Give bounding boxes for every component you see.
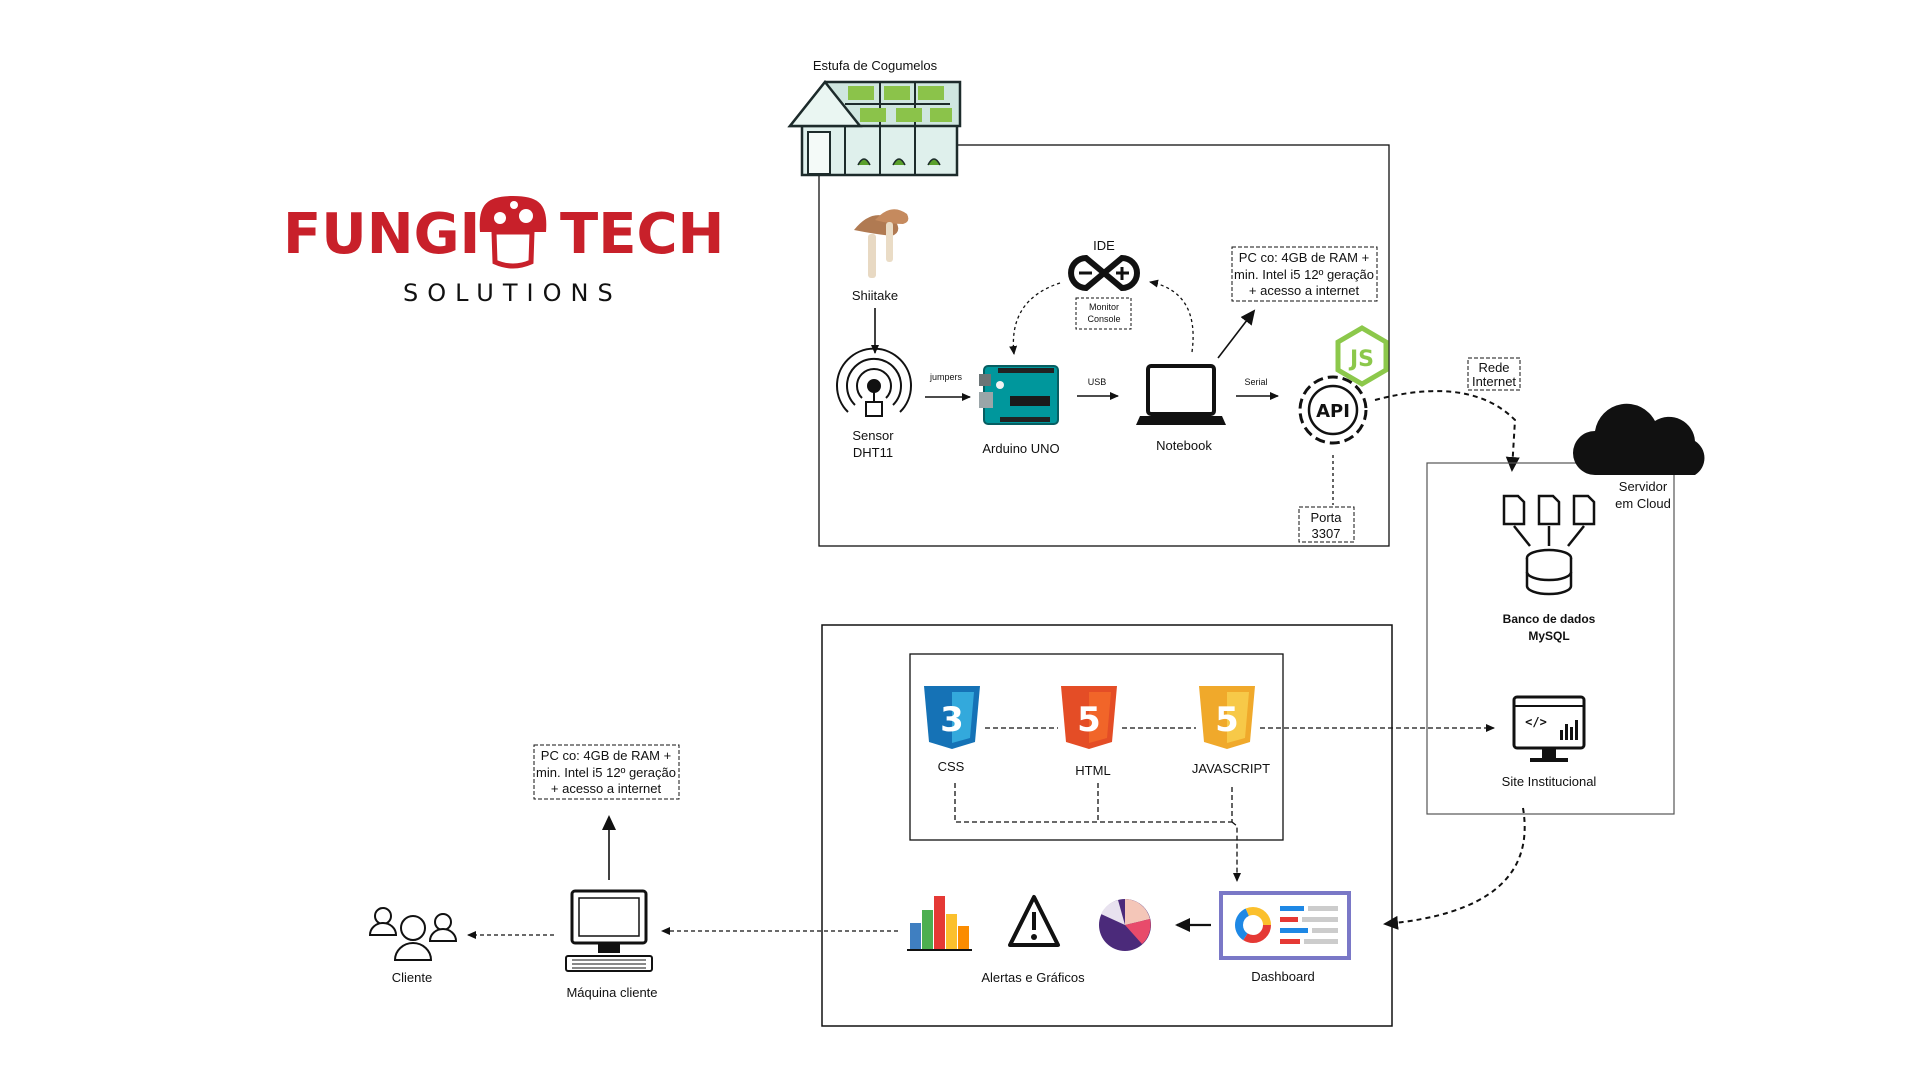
- edge-api-database: [1374, 390, 1520, 472]
- pc-spec-client-line2: min. Intel i5 12º geração: [536, 765, 676, 780]
- notebook-label: Notebook: [1156, 438, 1212, 453]
- javascript-label: JAVASCRIPT: [1192, 761, 1270, 776]
- port-label-line2: 3307: [1312, 526, 1341, 541]
- greenhouse-box: [818, 144, 1390, 547]
- port-label-line1: Porta: [1310, 510, 1342, 525]
- edge-notebook-ide: [1149, 279, 1194, 353]
- monitor-label-line2: Console: [1087, 314, 1120, 324]
- pc-spec-top-box: [1231, 246, 1378, 302]
- database-icon: [1502, 494, 1596, 596]
- users-icon: [368, 907, 458, 961]
- bar-chart-icon: [907, 896, 972, 951]
- desktop-computer-icon: [565, 889, 653, 972]
- edge-label-serial: Serial: [1244, 377, 1267, 387]
- cloud-label-line2: em Cloud: [1615, 496, 1671, 511]
- greenhouse-title: Estufa de Cogumelos: [813, 58, 938, 73]
- edge-tech-dashboard: [1231, 821, 1241, 882]
- svg-text:5: 5: [1077, 700, 1101, 740]
- brand-word-fungi: FUNGI: [283, 202, 480, 267]
- internet-label-line1: Rede: [1478, 360, 1509, 375]
- database-label-line2: MySQL: [1528, 629, 1569, 643]
- sensor-label-line1: Sensor: [852, 428, 894, 443]
- client-machine-label: Máquina cliente: [566, 985, 657, 1000]
- edge-label-usb: USB: [1088, 377, 1107, 387]
- svg-text:3: 3: [940, 700, 964, 740]
- database-label-line1: Banco de dados: [1503, 612, 1596, 626]
- javascript-icon: 5: [1199, 686, 1255, 749]
- pc-spec-top-line3: + acesso a internet: [1249, 283, 1360, 298]
- html5-icon: 5: [1061, 686, 1117, 749]
- html-label: HTML: [1075, 763, 1110, 778]
- svg-text:API: API: [1316, 401, 1350, 422]
- arduino-board-icon: [979, 365, 1059, 425]
- pc-spec-top-line1: PC co: 4GB de RAM +: [1239, 250, 1369, 265]
- internet-label-line2: Internet: [1472, 374, 1516, 389]
- sensor-antenna-icon: [836, 347, 912, 417]
- svg-text:JS: JS: [1348, 347, 1374, 372]
- svg-text:5: 5: [1215, 700, 1239, 740]
- monitor-label-line1: Monitor: [1089, 302, 1119, 312]
- edge-tech-merge: [954, 783, 1233, 823]
- pc-spec-client-box: [533, 744, 680, 800]
- api-gear-icon: API: [1298, 375, 1368, 445]
- warning-icon: [1008, 895, 1060, 947]
- laptop-icon: [1136, 364, 1226, 425]
- arduino-ide-icon: [1068, 254, 1140, 292]
- brand-logo: FUNGI TECH SOLUTIONS: [283, 196, 724, 307]
- monitor-console-box: [1075, 297, 1132, 330]
- alerts-label: Alertas e Gráficos: [981, 970, 1085, 985]
- brand-subtitle: SOLUTIONS: [403, 279, 622, 307]
- cloud-label-line1: Servidor: [1619, 479, 1668, 494]
- greenhouse-icon: [787, 79, 962, 177]
- edge-ide-arduino: [1009, 282, 1061, 355]
- edge-notebook-spec: [1217, 309, 1256, 359]
- shiitake-icon: [854, 209, 909, 278]
- ide-label: IDE: [1093, 238, 1115, 253]
- dashboard-icon: [1219, 891, 1351, 960]
- arduino-label: Arduino UNO: [982, 441, 1059, 456]
- svg-text:</>: </>: [1525, 715, 1547, 729]
- edge-site-dashboard: [1383, 807, 1526, 930]
- sensor-label-line2: DHT11: [853, 445, 893, 460]
- css-label: CSS: [938, 759, 965, 774]
- site-label: Site Institucional: [1502, 774, 1597, 789]
- dashboard-label: Dashboard: [1251, 969, 1315, 984]
- pc-spec-client-line3: + acesso a internet: [551, 781, 662, 796]
- monitor-code-icon: </>: [1512, 695, 1586, 762]
- client-label: Cliente: [392, 970, 432, 985]
- edge-label-jumpers: jumpers: [929, 372, 963, 382]
- frontend-tech-box: [909, 653, 1284, 841]
- nodejs-icon: JS: [1335, 325, 1389, 387]
- web-app-box: [821, 624, 1393, 1027]
- pie-chart-icon: [1099, 899, 1151, 951]
- brand-word-tech: TECH: [560, 202, 724, 267]
- port-box: [1298, 506, 1355, 543]
- pc-spec-top-line2: min. Intel i5 12º geração: [1234, 267, 1374, 282]
- shiitake-label: Shiitake: [852, 288, 898, 303]
- cloud-icon: [1573, 403, 1705, 475]
- pc-spec-client-line1: PC co: 4GB de RAM +: [541, 748, 671, 763]
- css3-icon: 3: [924, 686, 980, 749]
- mushroom-logo-icon: [479, 196, 547, 269]
- cloud-server-box: [1426, 462, 1675, 815]
- internet-box: [1467, 357, 1521, 391]
